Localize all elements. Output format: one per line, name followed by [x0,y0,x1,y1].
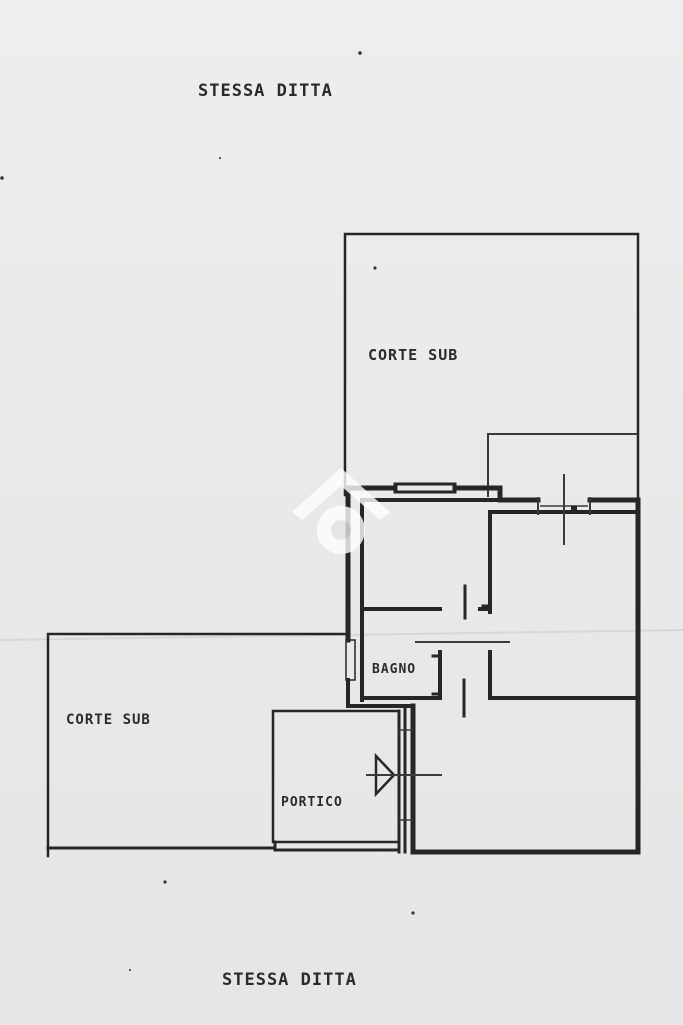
top-note-label: STESSA DITTA [198,81,333,101]
porch-label: PORTICO [281,795,343,810]
upper-courtyard-label: CORTE SUB [368,346,458,364]
left-courtyard-label: CORTE SUB [66,712,151,728]
bottom-note-label: STESSA DITTA [222,970,357,990]
entrance-door-symbol [366,752,442,798]
ink-specks [0,51,415,971]
apartment-outer-walls [345,482,641,855]
house-logo-icon [292,468,390,554]
interior-walls [360,498,640,718]
left-courtyard-outline [46,632,350,858]
upper-courtyard-outline [343,232,640,499]
bathroom-label: BAGNO [372,662,416,677]
porch-outline [271,704,413,854]
door-marks [537,474,591,545]
